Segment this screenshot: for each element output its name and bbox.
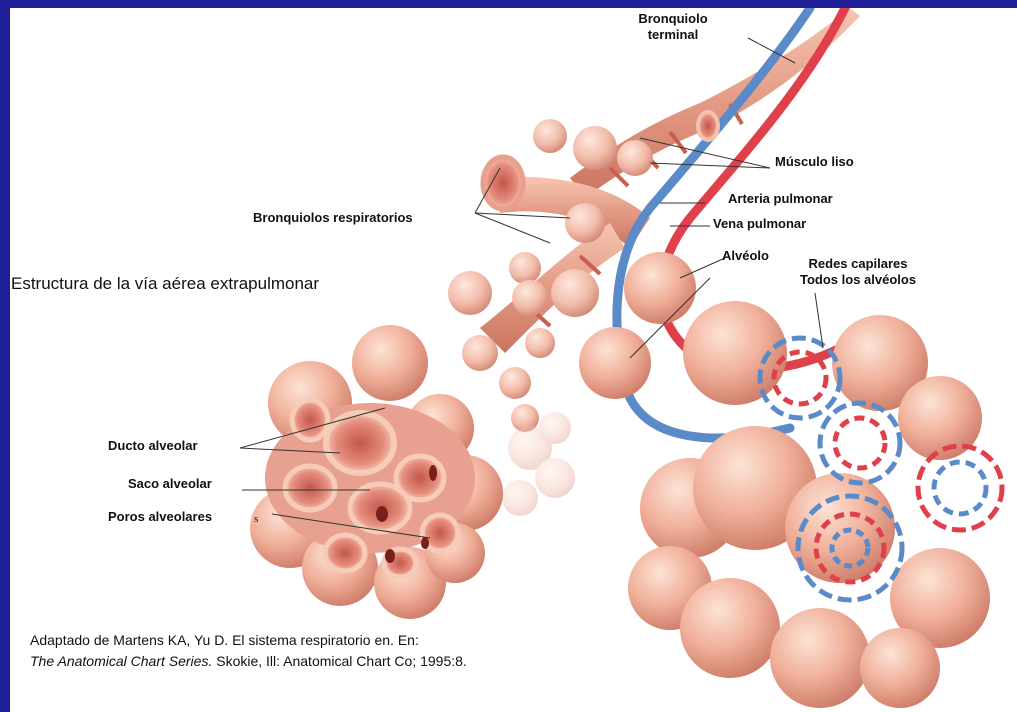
page-title: Estructura de la vía aérea extrapulmonar	[11, 274, 319, 294]
label-bronquiolos-respiratorios: Bronquiolos respiratorios	[253, 210, 413, 226]
label-vena-pulmonar: Vena pulmonar	[713, 216, 806, 232]
label-saco-alveolar: Saco alveolar	[128, 476, 212, 492]
label-redes-line1: Redes capilares	[800, 256, 916, 272]
label-musculo-liso: Músculo liso	[775, 154, 854, 170]
source-credit: Adaptado de Martens KA, Yu D. El sistema…	[30, 630, 467, 672]
alveoli-illustration	[10, 8, 1017, 712]
alveolar-sac-cluster	[250, 325, 503, 619]
label-redes-line2: Todos los alvéolos	[800, 272, 916, 288]
label-bronquiolo-line1: Bronquiolo	[633, 11, 713, 27]
distant-alveoli	[502, 412, 575, 516]
credit-publisher: Skokie, Ill: Anatomical Chart Co; 1995:8…	[212, 653, 466, 669]
label-alveolo: Alvéolo	[722, 248, 769, 264]
label-arteria-pulmonar: Arteria pulmonar	[728, 191, 833, 207]
credit-line2: The Anatomical Chart Series. Skokie, Ill…	[30, 651, 467, 672]
label-s-marker: s	[254, 511, 258, 527]
alveoli-cluster-right	[579, 252, 990, 708]
label-ducto-alveolar: Ducto alveolar	[108, 438, 198, 454]
credit-line1: Adaptado de Martens KA, Yu D. El sistema…	[30, 630, 467, 651]
label-poros-alveolares: Poros alveolares	[108, 509, 212, 525]
label-terminal-line2: terminal	[633, 27, 713, 43]
label-redes-capilares: Redes capilares Todos los alvéolos	[800, 256, 916, 288]
credit-series-title: The Anatomical Chart Series.	[30, 653, 212, 669]
label-bronquiolo-terminal: Bronquiolo terminal	[633, 11, 713, 43]
slide-canvas: Bronquiolo terminal Músculo liso Arteria…	[10, 8, 1017, 712]
